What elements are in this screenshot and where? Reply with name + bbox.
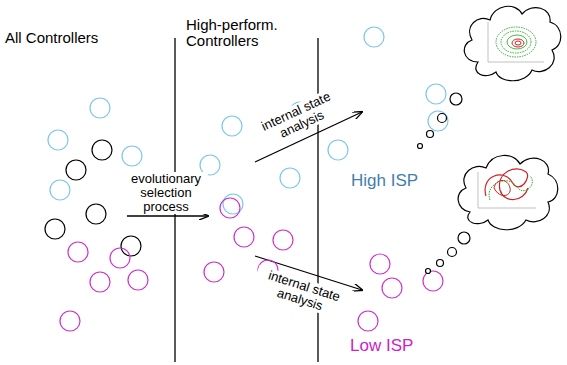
controller-circle (90, 272, 110, 292)
controller-circle (86, 204, 106, 224)
controller-circle (370, 254, 390, 274)
controller-circle (128, 270, 148, 290)
controller-circle (66, 160, 86, 180)
state-plot (478, 22, 544, 208)
controller-circle (220, 198, 240, 218)
controller-circle (204, 262, 224, 282)
controller-circle (50, 180, 70, 200)
controller-circle (364, 27, 384, 47)
controller-circle (273, 230, 293, 250)
controller-circle (45, 219, 65, 239)
arrow-label: internal state analysis (251, 265, 353, 321)
thought-bubble (418, 6, 561, 273)
controller-circle (48, 130, 68, 150)
selection-arrow (127, 215, 208, 216)
controller-circle (234, 227, 254, 247)
controller-circle (358, 311, 378, 331)
controller-circle (423, 271, 443, 291)
controller-circle (428, 111, 448, 131)
controller-circle (382, 278, 402, 298)
controller-circle (92, 140, 112, 160)
controller-circle (60, 311, 80, 331)
group-label: Low ISP (350, 337, 450, 355)
group-label: High ISP (351, 172, 451, 190)
controller-circle (280, 168, 300, 188)
controller-circle (110, 248, 130, 268)
controller-circle (68, 242, 88, 262)
column-header: All Controllers (5, 30, 165, 46)
arrow-label: evolutionary selection process (124, 172, 208, 214)
controller-circle (328, 140, 348, 160)
controller-circle (90, 98, 110, 118)
column-header: High-perform. Controllers (186, 17, 298, 49)
controller-circle (426, 84, 446, 104)
controller-circle (121, 236, 141, 256)
controller-circle (222, 116, 242, 136)
controller-circle (122, 146, 142, 166)
